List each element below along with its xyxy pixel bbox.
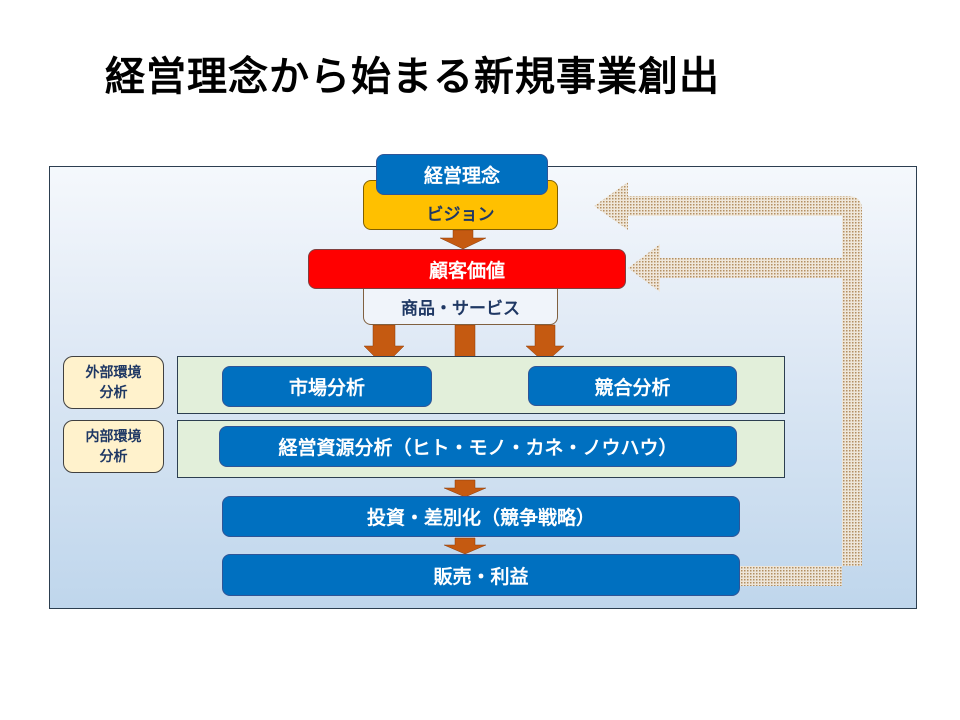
customer-value-box: 顧客価値 [308, 249, 626, 289]
external-label-line2: 分析 [99, 384, 128, 401]
competition-analysis-box: 競合分析 [528, 366, 737, 406]
strategy-box: 投資・差別化（競争戦略） [222, 496, 740, 537]
market-analysis-box: 市場分析 [222, 366, 432, 407]
internal-label-line2: 分析 [99, 448, 128, 465]
philosophy-box: 経営理念 [376, 154, 548, 195]
arrow-to-strategy [443, 479, 487, 498]
feedback-value-arrow [628, 244, 842, 292]
external-label-line1: 外部環境 [85, 364, 142, 381]
arrow-to-competition [525, 324, 565, 364]
arrow-vision-to-value [439, 229, 487, 250]
resource-analysis-box: 経営資源分析（ヒト・モノ・カネ・ノウハウ） [219, 426, 737, 467]
arrow-to-result [443, 537, 487, 555]
external-analysis-label: 外部環境 分析 [63, 356, 164, 409]
internal-label-line1: 内部環境 [85, 428, 142, 445]
internal-analysis-label: 内部環境 分析 [63, 420, 164, 473]
sales-profit-box: 販売・利益 [222, 554, 740, 596]
products-services-box: 商品・サービス [363, 283, 558, 325]
page-title: 経営理念から始まる新規事業創出 [105, 54, 720, 100]
feedback-loop-arrow [594, 182, 862, 586]
